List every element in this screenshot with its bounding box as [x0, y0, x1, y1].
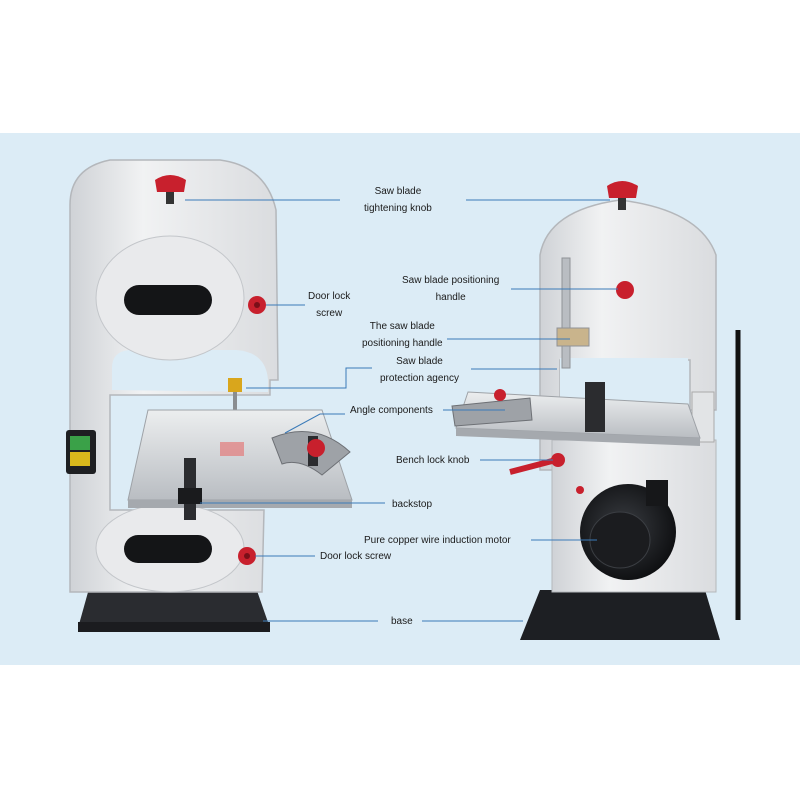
label-bench-lock-knob: Bench lock knob [396, 455, 470, 466]
lower-window [124, 535, 212, 563]
right-tension-knob-icon [607, 181, 638, 198]
right-bench-lock-knob-icon [509, 457, 557, 475]
upper-window [124, 285, 212, 315]
label-door-lock-screw-lower: Door lock screw [320, 551, 392, 562]
right-positioning-handle-icon [616, 281, 634, 299]
callout-lines [185, 199, 618, 622]
right-base [520, 590, 720, 640]
label-pure-copper-wire-induction-motor: Pure copper wire induction motor [364, 535, 511, 546]
label-base: base [391, 616, 413, 627]
left-band-saw [66, 159, 353, 632]
label-angle-components: Angle components [350, 405, 433, 416]
right-band-saw [451, 181, 741, 640]
label-backstop: backstop [392, 499, 433, 510]
left-tension-knob-icon [155, 175, 186, 192]
left-base [78, 585, 270, 628]
right-angle-component [451, 397, 533, 427]
